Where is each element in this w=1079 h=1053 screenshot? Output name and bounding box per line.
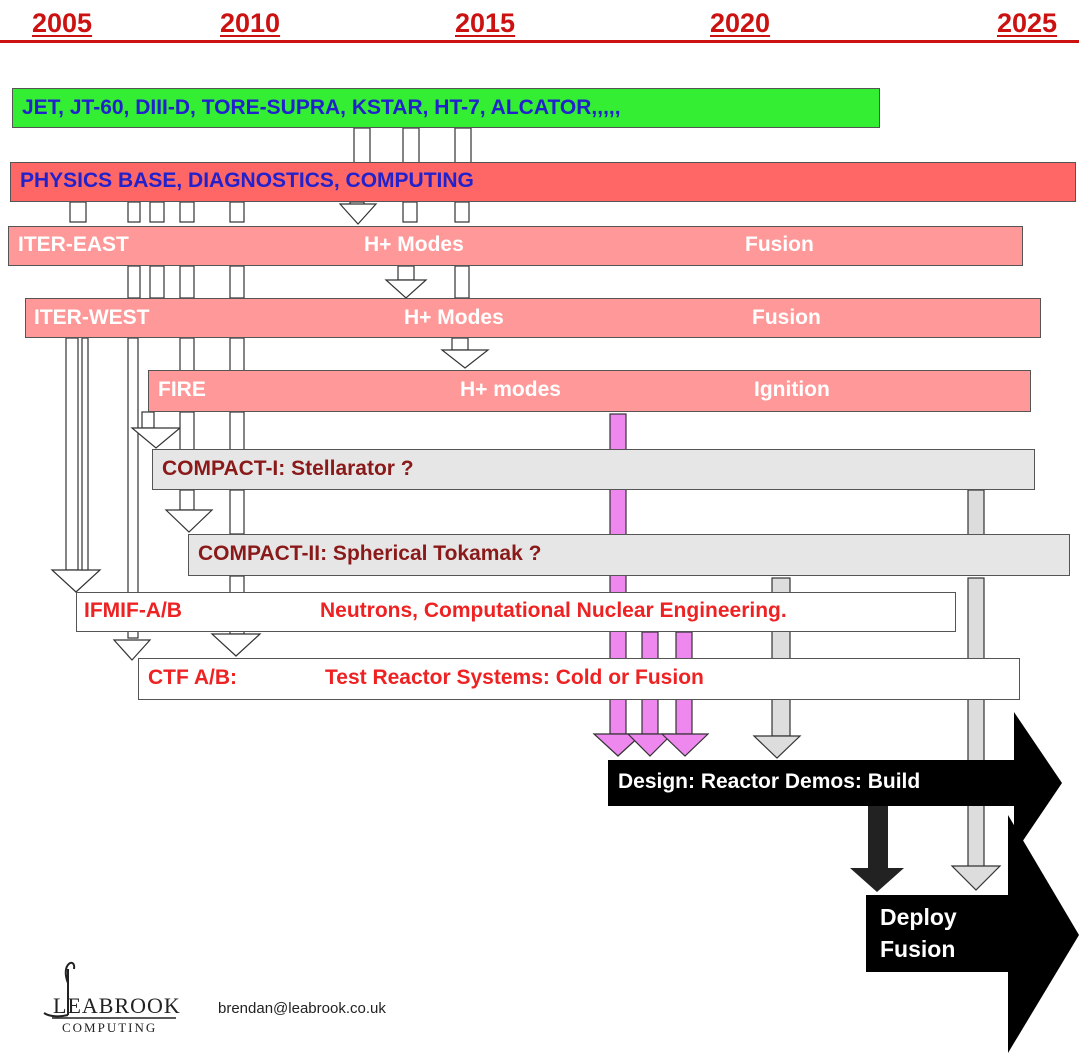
connector-shaft bbox=[149, 265, 165, 299]
down-arrow bbox=[50, 569, 102, 593]
pink-down-arrow bbox=[592, 733, 644, 757]
year-label-2005: 2005 bbox=[32, 8, 93, 38]
connector-shaft bbox=[65, 337, 79, 571]
connector-shaft bbox=[149, 201, 165, 223]
compact-i-bar bbox=[152, 449, 1035, 490]
connector-shaft bbox=[141, 411, 155, 429]
down-arrow bbox=[950, 865, 1002, 891]
connector-shaft bbox=[397, 265, 415, 281]
physics-base-label: PHYSICS BASE, DIAGNOSTICS, COMPUTING bbox=[20, 169, 474, 192]
deploy-label-line1: Deploy bbox=[880, 904, 957, 930]
year-label-2025: 2025 bbox=[997, 8, 1058, 38]
fire-mode: H+ modes bbox=[460, 378, 561, 401]
iter-east-name: ITER-EAST bbox=[18, 233, 129, 256]
connector-shaft bbox=[454, 127, 472, 165]
iter-west-bar bbox=[25, 298, 1041, 338]
ctf-bar bbox=[138, 658, 1020, 700]
ctf-desc: Test Reactor Systems: Cold or Fusion bbox=[325, 666, 704, 689]
logo-name: LEABROOK bbox=[53, 993, 181, 1018]
compact-i-label: COMPACT-I: Stellarator ? bbox=[162, 457, 414, 480]
connector-shaft bbox=[127, 201, 141, 223]
down-arrow bbox=[384, 279, 428, 299]
connector-shaft bbox=[454, 201, 470, 223]
dark-down-arrow bbox=[850, 868, 904, 892]
iter-west-name: ITER-WEST bbox=[34, 306, 150, 329]
dark-connector-shaft bbox=[868, 806, 888, 870]
ifmif-bar bbox=[76, 592, 956, 632]
down-arrow bbox=[752, 735, 802, 759]
pink-down-arrow bbox=[626, 733, 674, 757]
connector-shaft bbox=[229, 265, 245, 299]
pink-down-arrow bbox=[660, 733, 710, 757]
connector-shaft bbox=[967, 577, 985, 869]
connector-shaft bbox=[353, 127, 371, 165]
down-arrow bbox=[440, 349, 490, 369]
connector-shaft bbox=[229, 411, 245, 453]
iter-west-goal: Fusion bbox=[752, 306, 821, 329]
iter-east-bar bbox=[8, 226, 1023, 266]
down-arrow bbox=[210, 633, 262, 657]
fire-goal: Ignition bbox=[754, 378, 830, 401]
experiments-label: JET, JT-60, DIII-D, TORE-SUPRA, KSTAR, H… bbox=[22, 96, 621, 119]
connector-shaft bbox=[402, 201, 418, 223]
connector-shaft bbox=[179, 489, 195, 511]
year-label-2010: 2010 bbox=[220, 8, 281, 38]
connector-shaft bbox=[229, 201, 245, 223]
ctf-name: CTF A/B: bbox=[148, 666, 238, 689]
down-arrow bbox=[338, 203, 378, 225]
iter-east-goal: Fusion bbox=[745, 233, 814, 256]
connector-shaft bbox=[454, 265, 470, 299]
experiments-bar bbox=[12, 88, 880, 128]
connector-shaft bbox=[179, 201, 195, 223]
iter-west-mode: H+ Modes bbox=[404, 306, 504, 329]
compact-ii-bar bbox=[188, 534, 1070, 576]
connector-shaft bbox=[451, 337, 469, 351]
connector-shaft bbox=[229, 337, 245, 373]
design-black-arrow bbox=[608, 712, 1062, 854]
fire-name: FIRE bbox=[158, 378, 206, 401]
year-label-2015: 2015 bbox=[455, 8, 516, 38]
connector-shaft bbox=[402, 127, 420, 165]
connector-shaft bbox=[127, 265, 141, 299]
down-arrow bbox=[164, 509, 214, 533]
deploy-black-arrow bbox=[866, 815, 1079, 1053]
ifmif-name: IFMIF-A/B bbox=[84, 599, 182, 622]
down-arrow bbox=[112, 639, 152, 661]
connector-shaft bbox=[127, 337, 139, 639]
physics-base-bar bbox=[10, 162, 1076, 202]
connector-shaft bbox=[229, 489, 245, 535]
connector-shaft bbox=[81, 337, 89, 571]
compact-ii-label: COMPACT-II: Spherical Tokamak ? bbox=[198, 542, 542, 565]
iter-east-mode: H+ Modes bbox=[364, 233, 464, 256]
timeline-axis-line bbox=[0, 40, 1079, 43]
contact-email[interactable]: brendan@leabrook.co.uk bbox=[218, 1000, 386, 1017]
connector-shaft bbox=[69, 201, 87, 223]
ifmif-desc: Neutrons, Computational Nuclear Engineer… bbox=[320, 599, 787, 622]
down-arrow bbox=[130, 427, 182, 449]
connector-shaft bbox=[179, 337, 195, 373]
connector-shaft bbox=[179, 265, 195, 299]
deploy-label-line2: Fusion bbox=[880, 936, 956, 962]
leabrook-logo-mark bbox=[43, 961, 176, 1019]
fire-bar bbox=[148, 370, 1031, 412]
design-build-label: Design: Reactor Demos: Build bbox=[618, 770, 921, 793]
year-label-2020: 2020 bbox=[710, 8, 771, 38]
logo-subtitle: COMPUTING bbox=[62, 1020, 158, 1035]
connector-shaft bbox=[179, 411, 195, 451]
